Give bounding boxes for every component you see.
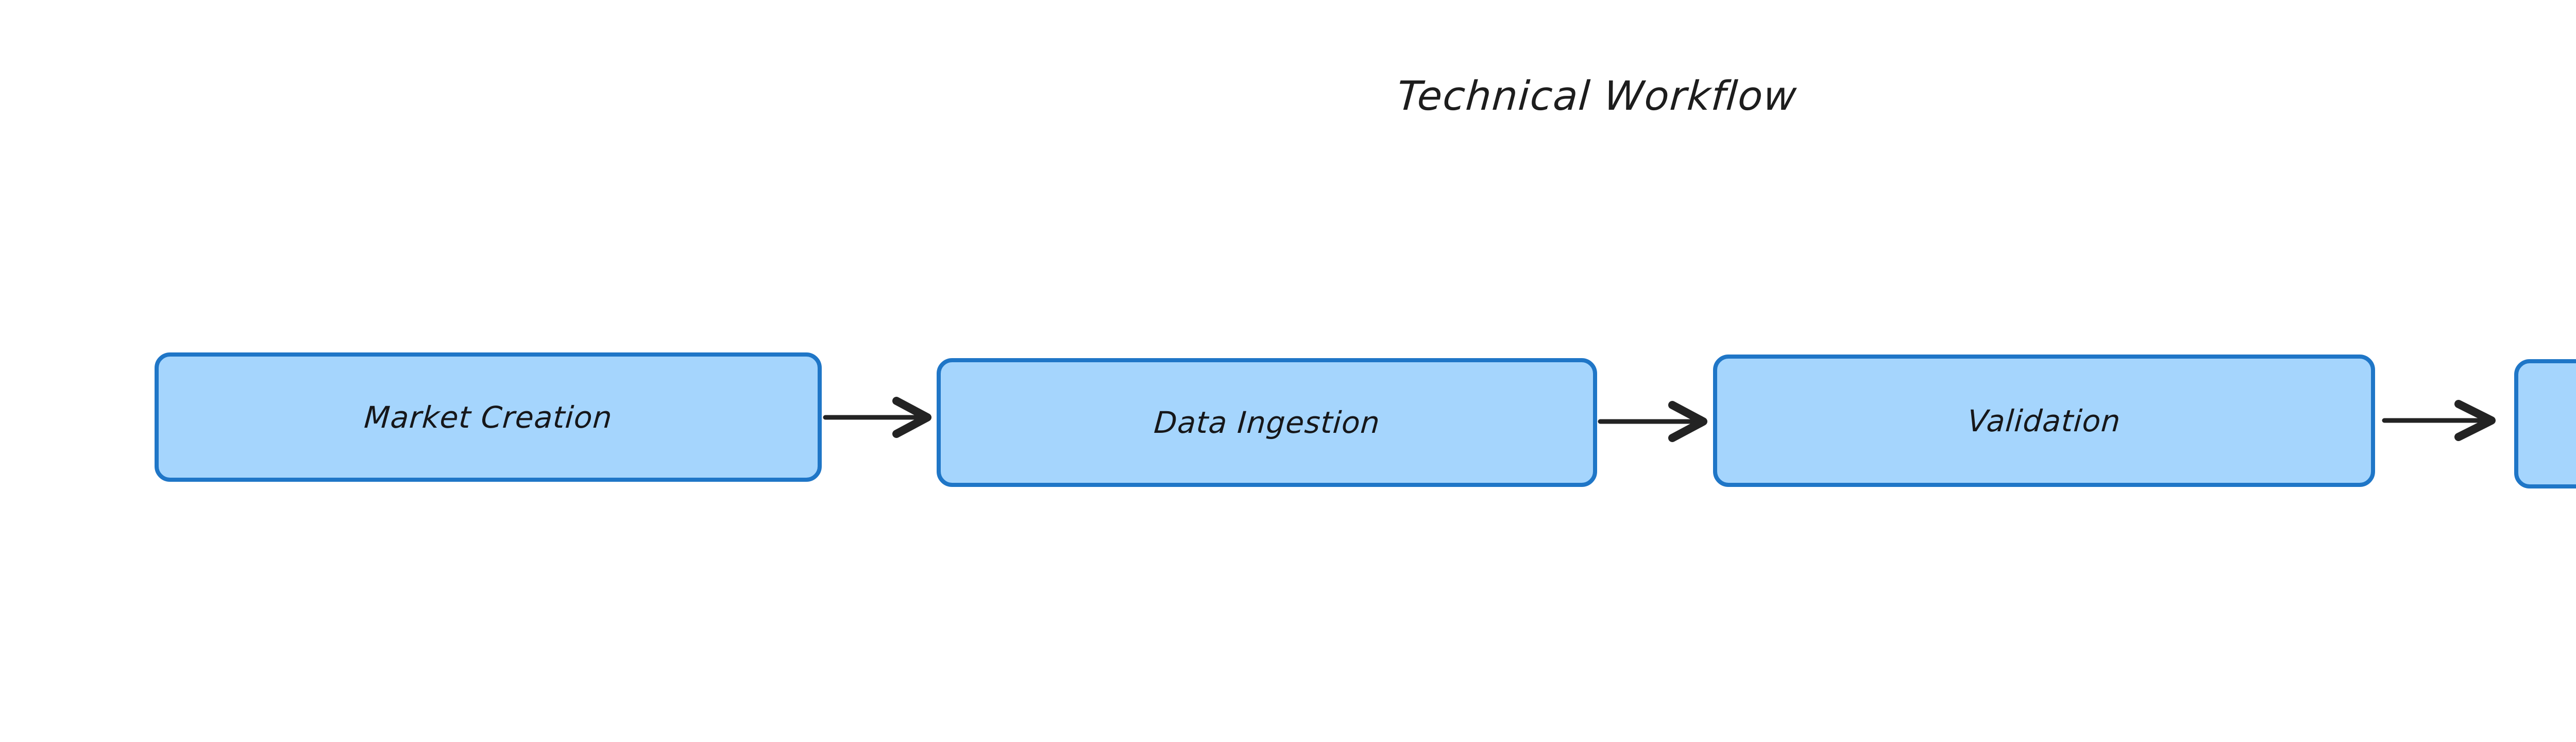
flow-node-data-ingestion[interactable]: Data Ingestion bbox=[937, 358, 1597, 487]
flow-edge-2 bbox=[1598, 401, 1707, 442]
flow-node-label: Market Creation bbox=[363, 399, 614, 435]
flow-edge-3 bbox=[2382, 400, 2496, 441]
flow-edge-1 bbox=[823, 397, 931, 438]
page-title: Technical Workflow bbox=[1395, 73, 1799, 120]
flow-node-market-creation[interactable]: Market Creation bbox=[155, 352, 822, 482]
arrowhead-icon bbox=[1668, 401, 1707, 442]
arrowhead-icon bbox=[892, 397, 931, 438]
flow-node-label: Data Ingestion bbox=[1153, 405, 1381, 440]
flow-node-payout[interactable]: Payout bbox=[2514, 359, 2576, 488]
arrowhead-icon bbox=[2454, 400, 2496, 441]
flow-node-validation[interactable]: Validation bbox=[1713, 355, 2375, 487]
flow-node-label: Validation bbox=[1966, 403, 2122, 439]
